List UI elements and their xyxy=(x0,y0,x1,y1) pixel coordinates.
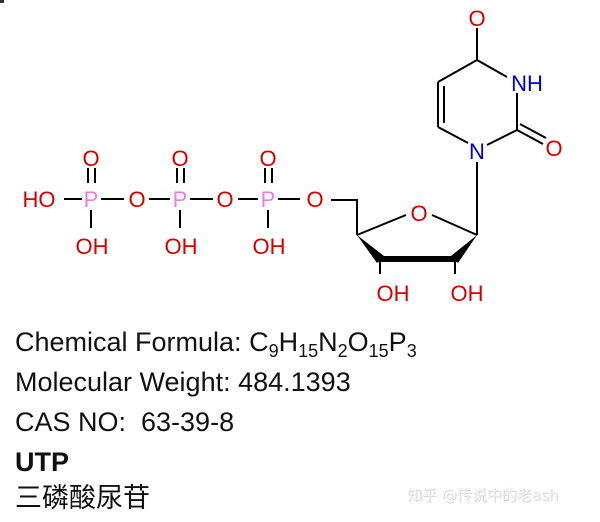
atom-o4: O xyxy=(468,6,485,31)
atom-labels: HO P O OH O P O OH O P O OH O O OH OH N … xyxy=(23,6,563,306)
atom-n1: N xyxy=(469,139,485,164)
formula-o: O xyxy=(347,327,369,357)
atom-ester-o: O xyxy=(306,187,323,212)
atom-p2-oh: OH xyxy=(165,234,198,259)
formula-o-count: 15 xyxy=(368,341,389,361)
formula-p: P xyxy=(388,327,407,357)
atom-c3-oh: OH xyxy=(377,281,410,306)
atom-p2-oxo: O xyxy=(171,146,188,171)
atom-ho: HO xyxy=(23,187,56,212)
chinese-name-label: 三磷酸尿苷 xyxy=(15,483,150,514)
atom-p3-oh: OH xyxy=(253,234,286,259)
atom-bridge-o2: O xyxy=(216,187,233,212)
formula-n: N xyxy=(318,327,338,357)
atom-p3: P xyxy=(261,187,276,212)
atom-p1-oh: OH xyxy=(76,234,109,259)
atom-p1-oxo: O xyxy=(82,146,99,171)
abbreviation-label: UTP xyxy=(15,447,69,477)
chemical-formula-line: Chemical Formula: C9H15N2O15P3 xyxy=(15,327,417,360)
zhihu-watermark: 知乎 @传说中的老ash xyxy=(407,486,559,504)
bonds xyxy=(64,28,547,274)
formula-label: Chemical Formula: xyxy=(15,327,250,357)
atom-bridge-o1: O xyxy=(128,187,145,212)
atom-p2: P xyxy=(173,187,188,212)
formula-c-count: 9 xyxy=(268,341,279,361)
atom-c2-oh: OH xyxy=(451,281,484,306)
atom-ring-o: O xyxy=(410,201,427,226)
atom-p3-oxo: O xyxy=(259,146,276,171)
stereo-bonds xyxy=(357,235,477,263)
formula-h: H xyxy=(278,327,299,357)
atom-p1: P xyxy=(84,187,99,212)
cas-number-line: CAS NO: 63-39-8 xyxy=(15,407,235,437)
formula-h-count: 15 xyxy=(298,341,319,361)
molecular-weight-line: Molecular Weight: 484.1393 xyxy=(15,367,351,397)
utp-structure-diagram: HO P O OH O P O OH O P O OH O O OH OH N … xyxy=(23,6,563,306)
formula-n-count: 2 xyxy=(337,341,348,361)
formula-p-count: 3 xyxy=(406,341,417,361)
atom-n3h: NH xyxy=(511,71,543,96)
atom-o2: O xyxy=(545,136,562,161)
corner-artifact xyxy=(0,0,4,3)
formula-c: C xyxy=(249,327,269,357)
